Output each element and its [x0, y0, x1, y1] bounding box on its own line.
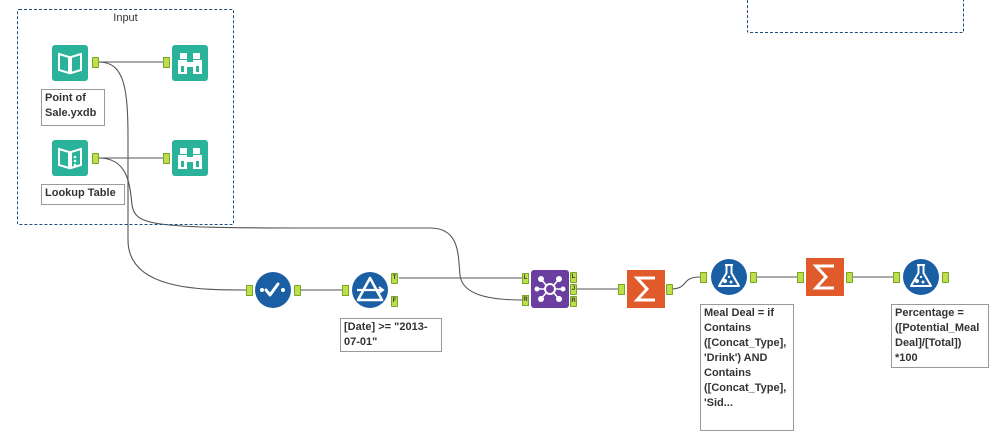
select-icon — [255, 272, 291, 308]
input-book-icon — [52, 45, 88, 81]
browse-tool-2[interactable] — [172, 140, 208, 176]
filter-false-anchor[interactable] — [391, 296, 398, 307]
formula-flask-icon — [711, 259, 747, 295]
join-right-input-anchor[interactable] — [522, 295, 529, 306]
formula-tool-2[interactable] — [902, 258, 940, 296]
input1-annotation: Point of Sale.yxdb — [41, 89, 105, 126]
input-data-tool-1[interactable] — [52, 45, 88, 81]
summarize-tool-1[interactable] — [627, 270, 665, 308]
summarize-sigma-icon — [627, 270, 665, 308]
browse2-input-anchor[interactable] — [163, 153, 170, 164]
join-left-output-anchor[interactable] — [570, 272, 577, 283]
input-container[interactable]: Input — [17, 9, 234, 225]
browse1-input-anchor[interactable] — [163, 57, 170, 68]
select-tool[interactable] — [254, 271, 291, 308]
filter-true-anchor[interactable] — [391, 273, 398, 284]
input2-annotation: Lookup Table — [41, 184, 125, 205]
join-join-output-anchor[interactable] — [570, 284, 577, 295]
formula-flask-icon — [903, 259, 939, 295]
formula2-input-anchor[interactable] — [893, 272, 900, 283]
filter-false-label: F — [392, 298, 397, 304]
summarize1-input-anchor[interactable] — [618, 284, 625, 295]
filter-annotation: [Date] >= "2013-07-01" — [340, 318, 442, 352]
select-input-anchor[interactable] — [246, 285, 253, 296]
select-output-anchor[interactable] — [294, 285, 301, 296]
browse-binoculars-icon — [172, 45, 208, 81]
filter-true-label: T — [392, 275, 397, 281]
join-right-input-label: R — [523, 297, 528, 303]
join-left-output-label: L — [571, 274, 576, 280]
browse-tool-1[interactable] — [172, 45, 208, 81]
summarize2-input-anchor[interactable] — [797, 272, 804, 283]
formula1-annotation: Meal Deal = if Contains ([Concat_Type], … — [700, 304, 794, 431]
input-data-tool-2[interactable] — [52, 140, 88, 176]
comment-box[interactable] — [747, 0, 964, 33]
join-join-output-label: J — [571, 286, 576, 292]
browse-binoculars-icon — [172, 140, 208, 176]
filter-tool[interactable] — [351, 271, 388, 308]
summarize-tool-2[interactable] — [806, 258, 844, 296]
join-right-output-anchor[interactable] — [570, 296, 577, 307]
formula2-output-anchor[interactable] — [942, 272, 949, 283]
summarize-sigma-icon — [806, 258, 844, 296]
formula1-output-anchor[interactable] — [750, 272, 757, 283]
join-left-input-label: L — [523, 275, 528, 281]
join-icon — [531, 270, 569, 308]
summarize1-output-anchor[interactable] — [666, 284, 673, 295]
input2-output-anchor[interactable] — [92, 153, 99, 164]
summarize2-output-anchor[interactable] — [846, 272, 853, 283]
container-title: Input — [113, 12, 138, 24]
formula2-annotation: Percentage = ([Potential_Meal Deal]/[Tot… — [891, 304, 989, 368]
join-tool[interactable] — [531, 270, 569, 308]
input-book-icon — [52, 140, 88, 176]
input1-output-anchor[interactable] — [92, 57, 99, 68]
join-right-output-label: R — [571, 298, 576, 304]
join-left-input-anchor[interactable] — [522, 273, 529, 284]
filter-input-anchor[interactable] — [342, 285, 349, 296]
filter-icon — [352, 272, 388, 308]
formula-tool-1[interactable] — [710, 258, 748, 296]
formula1-input-anchor[interactable] — [700, 272, 707, 283]
